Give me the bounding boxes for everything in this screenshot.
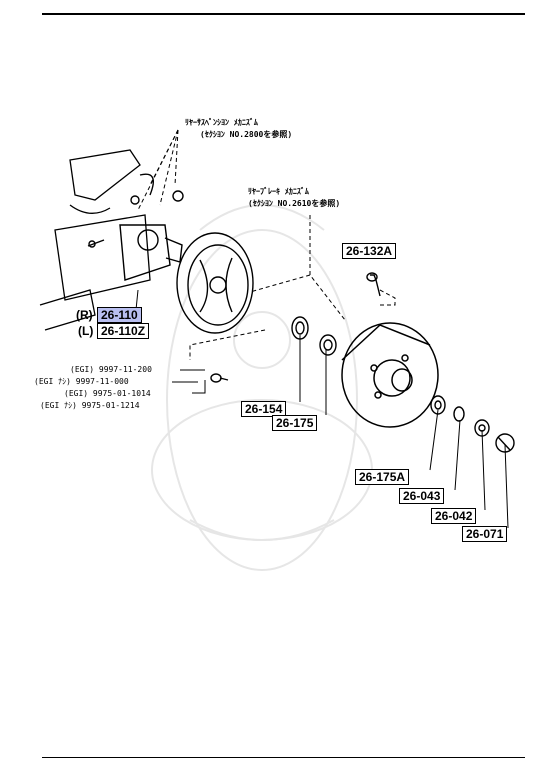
bolt-note-3: (EGI) 9975-01-1014 <box>64 389 151 398</box>
callout-lines <box>137 129 396 360</box>
bolt-note-2: (EGI ﾅｼ) 9997-11-000 <box>34 377 129 386</box>
part-26-154[interactable]: 26-154 <box>241 401 287 417</box>
part-26-042[interactable]: 26-042 <box>431 508 477 524</box>
part-26-132a[interactable]: 26-132A <box>342 243 397 259</box>
watermark-emblem <box>151 204 373 571</box>
hub-bolt <box>366 272 381 297</box>
part-26-175a[interactable]: 26-175A <box>355 469 410 485</box>
hub-seal <box>291 316 309 340</box>
note-brake-1: ﾘﾔｰﾌﾞﾚｰｷ ﾒｶﾆｽﾞﾑ <box>248 187 309 196</box>
leader-lines <box>134 289 509 529</box>
part-26-071[interactable]: 26-071 <box>462 526 508 542</box>
washer <box>453 406 465 422</box>
frame-mount <box>39 149 151 331</box>
knuckle-spindle <box>87 173 184 281</box>
bottom-rule <box>42 757 525 758</box>
bolt-note-4: (EGI ﾅｼ) 9975-01-1214 <box>40 401 140 410</box>
lock-nut <box>474 419 490 437</box>
top-rule <box>42 13 525 15</box>
outer-bearing <box>430 395 446 415</box>
inner-bearing <box>319 334 337 356</box>
part-26-110z[interactable]: 26-110Z <box>97 323 150 339</box>
brake-drum <box>341 322 439 428</box>
part-26-110[interactable]: 26-110 <box>97 307 142 323</box>
note-suspension-1: ﾘﾔｰｻｽﾍﾟﾝｼﾖﾝ ﾒｶﾆｽﾞﾑ <box>185 118 258 127</box>
mount-bolt <box>210 373 229 383</box>
part-26-043[interactable]: 26-043 <box>399 488 445 504</box>
note-brake-2: (ｾｸｼﾖﾝ NO.2610を参照) <box>248 199 341 208</box>
side-tag-left: (L) <box>78 324 94 338</box>
brake-backing-plate <box>176 232 254 334</box>
part-26-175[interactable]: 26-175 <box>272 415 318 431</box>
side-tag-right: (R) <box>76 308 93 322</box>
note-suspension-2: (ｾｸｼﾖﾝ NO.2800を参照) <box>200 130 293 139</box>
bolt-note-1: (EGI) 9997-11-200 <box>70 365 152 374</box>
grease-cap <box>495 433 515 453</box>
